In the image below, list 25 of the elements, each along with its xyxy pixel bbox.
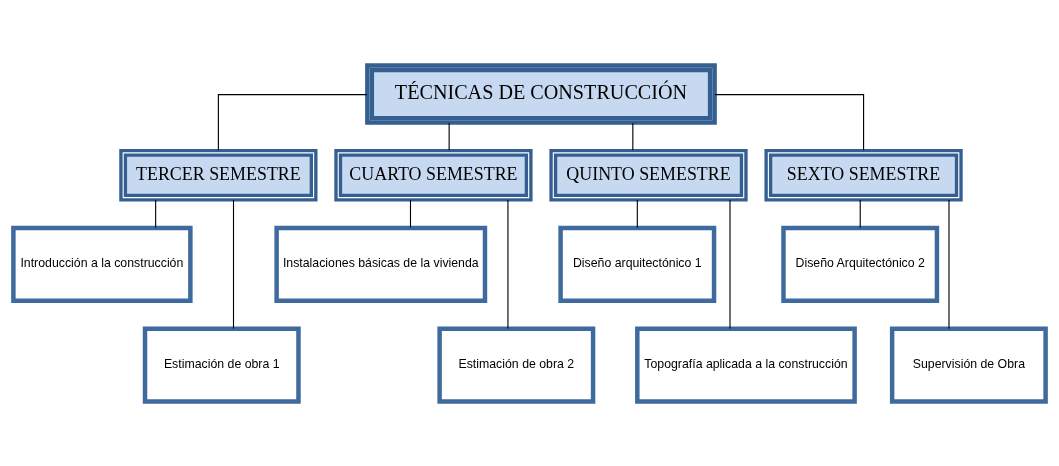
node-box: Estimación de obra 2	[437, 325, 596, 404]
node-box: Introducción a la construcción	[11, 225, 193, 303]
node-box: Diseño Arquitectónico 2	[781, 225, 940, 303]
connector	[448, 121, 450, 151]
connector	[232, 199, 235, 329]
connector	[217, 93, 368, 151]
connector	[507, 199, 509, 329]
connector	[714, 93, 865, 151]
connector	[409, 199, 412, 228]
connector	[155, 199, 157, 228]
connector	[948, 199, 950, 329]
node-box: QUINTO SEMESTRE	[549, 148, 748, 202]
node-box: Diseño arquitectónico 1	[558, 225, 717, 303]
node-box: TÉCNICAS DE CONSTRUCCIÓN	[365, 62, 717, 125]
connector	[859, 199, 861, 228]
connector	[729, 199, 731, 329]
node-box: Supervisión de Obra	[889, 325, 1048, 404]
node-box: CUARTO SEMESTRE	[334, 148, 533, 202]
connector	[632, 121, 634, 151]
node-box: Topografía aplicada a la construcción	[635, 325, 857, 404]
node-box: SEXTO SEMESTRE	[764, 148, 963, 202]
node-box: Estimación de obra 1	[142, 325, 301, 404]
node-box: Instalaciones básicas de la vivienda	[274, 225, 488, 303]
connector	[636, 199, 638, 228]
node-box: TERCER SEMESTRE	[119, 148, 318, 202]
